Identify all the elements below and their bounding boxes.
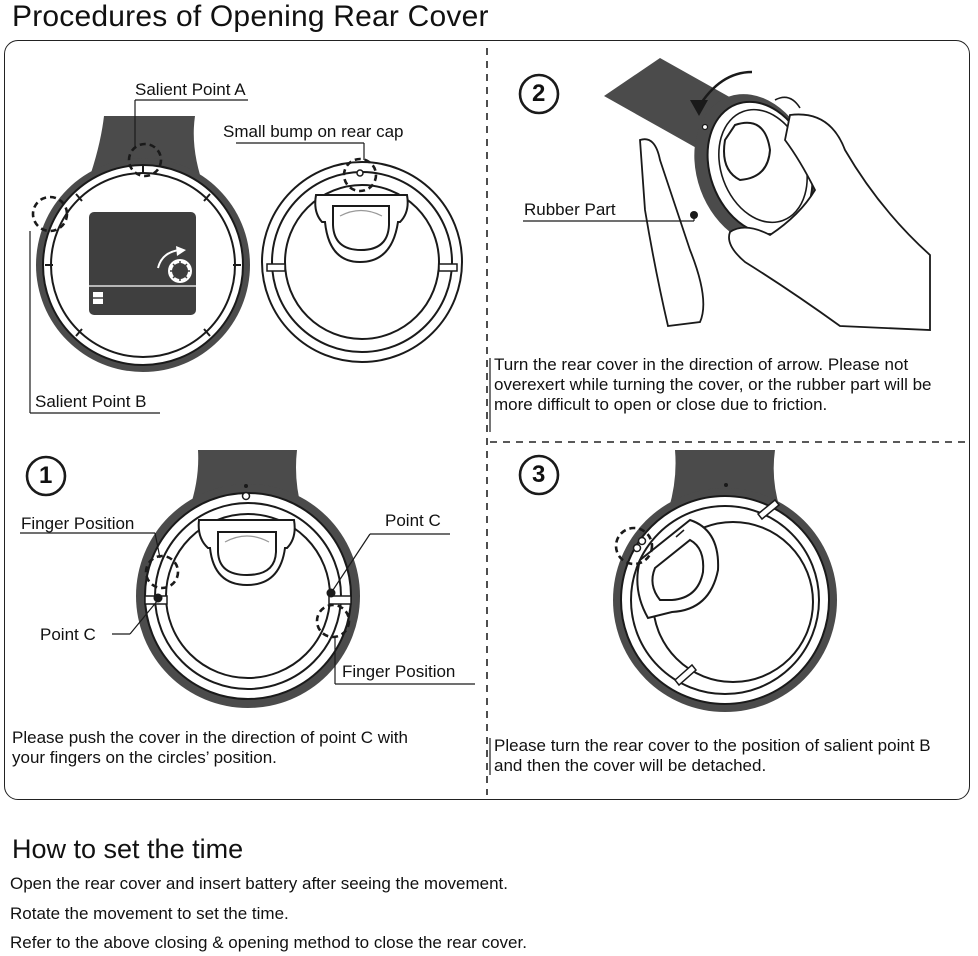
step2-hands-drawing [523, 58, 931, 331]
label-salient-point-b: Salient Point B [35, 392, 147, 411]
watch-back-with-movement [29, 99, 250, 414]
page-title: Procedures of Opening Rear Cover [12, 0, 489, 33]
step2-number: 2 [532, 80, 546, 107]
small-bump-marker [342, 157, 378, 193]
step1-instruction: Please push the cover in the direction o… [12, 728, 408, 767]
finger-position-right-marker [315, 603, 351, 639]
label-finger-position-right: Finger Position [342, 662, 456, 681]
time-section-heading: How to set the time [12, 834, 244, 864]
step2-instruction: Turn the rear cover in the direction of … [494, 355, 932, 414]
step3-number: 3 [532, 461, 546, 488]
salient-point-a-marker [127, 142, 163, 178]
time-step-1: Open the rear cover and insert battery a… [10, 874, 508, 893]
label-rubber-part: Rubber Part [524, 200, 616, 219]
step2-number-circle [518, 73, 560, 115]
salient-point-b-marker [31, 195, 69, 233]
step1-watch-drawing [20, 450, 475, 708]
label-finger-position-left: Finger Position [21, 514, 135, 533]
label-small-bump: Small bump on rear cap [223, 122, 404, 141]
step3-number-circle [518, 454, 560, 496]
salient-point-b-target-marker [614, 526, 654, 566]
step1-number-circle [25, 455, 67, 497]
step3-watch-drawing [613, 450, 837, 712]
step1-number: 1 [39, 462, 53, 489]
label-point-c-right: Point C [385, 511, 441, 530]
procedure-panel [4, 40, 970, 800]
label-point-c-left: Point C [40, 625, 96, 644]
time-step-2: Rotate the movement to set the time. [10, 904, 289, 923]
finger-position-left-marker [144, 554, 180, 590]
time-step-3: Refer to the above closing & opening met… [10, 933, 527, 952]
step3-instruction: Please turn the rear cover to the positi… [494, 736, 931, 775]
label-salient-point-a: Salient Point A [135, 80, 246, 99]
rear-cap-drawing [236, 142, 463, 363]
